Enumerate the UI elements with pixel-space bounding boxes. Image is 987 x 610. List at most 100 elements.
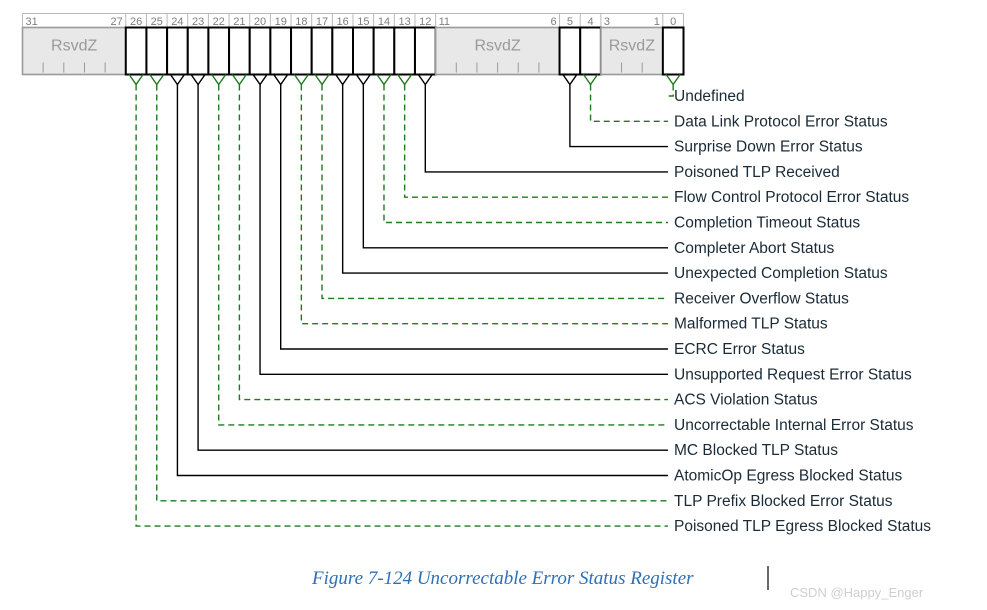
bit-number: 26 (130, 16, 142, 28)
callout-leader-lines (135, 84, 674, 527)
bit-cell (661, 26, 685, 76)
bit-number: 6 (550, 16, 556, 28)
bit-number: 15 (357, 16, 369, 28)
bit-cell (269, 26, 293, 76)
bit-cell (166, 26, 189, 76)
bit-cell (310, 26, 334, 76)
callout-leader (569, 84, 668, 148)
bit-number: 13 (399, 16, 411, 28)
bit-cell (413, 26, 437, 76)
bit-cell (228, 26, 251, 76)
callout-notch (417, 74, 433, 86)
callout-notch (190, 74, 206, 86)
bit-field-cells: RsvdZ RsvdZ RsvdZ (21, 26, 685, 76)
callout-leader (424, 84, 668, 173)
callout-notch (252, 74, 268, 86)
callout-label: Unexpected Completion Status (674, 265, 888, 282)
callout-label: Completion Timeout Status (674, 215, 860, 232)
reserved-field-label: RsvdZ (609, 38, 655, 55)
callout-notch (231, 74, 247, 86)
bit-cell (145, 26, 169, 76)
callout-label: Data Link Protocol Error Status (674, 113, 888, 130)
bit-cell (248, 26, 272, 76)
callout-notch (314, 74, 330, 86)
callout-label: Flow Control Protocol Error Status (674, 189, 909, 206)
bit-number: 20 (254, 16, 266, 28)
bit-number: 4 (587, 16, 593, 28)
callout-label: Uncorrectable Internal Error Status (674, 417, 914, 434)
callout-label: ACS Violation Status (674, 392, 818, 409)
bit-number: 19 (275, 16, 287, 28)
bit-number: 0 (670, 16, 676, 28)
callout-label: Poisoned TLP Received (674, 164, 840, 181)
bit-number: 23 (192, 16, 204, 28)
callout-label: Poisoned TLP Egress Blocked Status (674, 518, 931, 535)
callout-label: Undefined (674, 88, 745, 105)
callout-notch (355, 74, 371, 86)
reserved-field-label: RsvdZ (51, 38, 97, 55)
figure-caption-group: Figure 7-124 Uncorrectable Error Status … (311, 566, 924, 600)
callout-leader (238, 84, 668, 401)
callout-notch (169, 74, 185, 86)
bit-number: 21 (233, 16, 245, 28)
bit-cell (207, 26, 231, 76)
bit-cell (558, 26, 582, 76)
callout-notch (562, 74, 578, 86)
bit-cell (393, 26, 416, 76)
bit-cell (290, 26, 313, 76)
callout-notches (128, 74, 681, 86)
callout-notch (335, 74, 351, 86)
reserved-field-label: RsvdZ (474, 38, 520, 55)
watermark: CSDN @Happy_Enger (790, 585, 924, 600)
callout-notch (376, 74, 392, 86)
bit-number: 12 (419, 16, 431, 28)
callout-label: ECRC Error Status (674, 341, 805, 358)
reserved-field-cell (21, 26, 127, 76)
callout-label: Unsupported Request Error Status (674, 366, 912, 383)
callout-notch (582, 74, 599, 86)
bit-cell (352, 26, 375, 76)
bit-number: 25 (151, 16, 163, 28)
callout-leader (321, 84, 668, 300)
bit-cell (372, 26, 396, 76)
callout-leader (280, 84, 668, 350)
callout-label: MC Blocked TLP Status (674, 442, 838, 459)
callout-leader (589, 84, 668, 122)
bit-number: 5 (567, 16, 573, 28)
bit-cell (186, 26, 210, 76)
bit-cell (124, 26, 148, 76)
bit-number: 14 (378, 16, 390, 28)
bit-number: 16 (337, 16, 349, 28)
callout-leader (300, 84, 668, 325)
reserved-field-cell (600, 26, 664, 76)
callout-notch (211, 74, 227, 86)
bit-number: 3 (604, 16, 610, 28)
callout-leader (668, 84, 674, 97)
callout-notch (149, 74, 165, 86)
callout-notch (397, 74, 413, 86)
callout-label: Completer Abort Status (674, 240, 834, 257)
bit-cell (331, 26, 354, 76)
callout-label: TLP Prefix Blocked Error Status (674, 493, 893, 510)
callout-notch (273, 74, 289, 86)
callout-notch (128, 74, 144, 86)
callout-leader (383, 84, 668, 224)
callout-notch (293, 74, 309, 86)
callout-notch (665, 74, 681, 86)
bit-number: 17 (316, 16, 328, 28)
callout-leader (259, 84, 668, 375)
callout-leader (176, 84, 668, 477)
bit-number: 18 (295, 16, 307, 28)
callout-leader (197, 84, 668, 451)
callout-leader (135, 84, 668, 527)
callout-label: Surprise Down Error Status (674, 139, 863, 156)
bit-number: 11 (439, 16, 450, 28)
callout-leader (362, 84, 668, 249)
callout-label: Malformed TLP Status (674, 316, 828, 333)
callout-label: AtomicOp Egress Blocked Status (674, 468, 903, 485)
bit-number: 24 (171, 16, 183, 28)
bit-number: 1 (654, 16, 660, 28)
